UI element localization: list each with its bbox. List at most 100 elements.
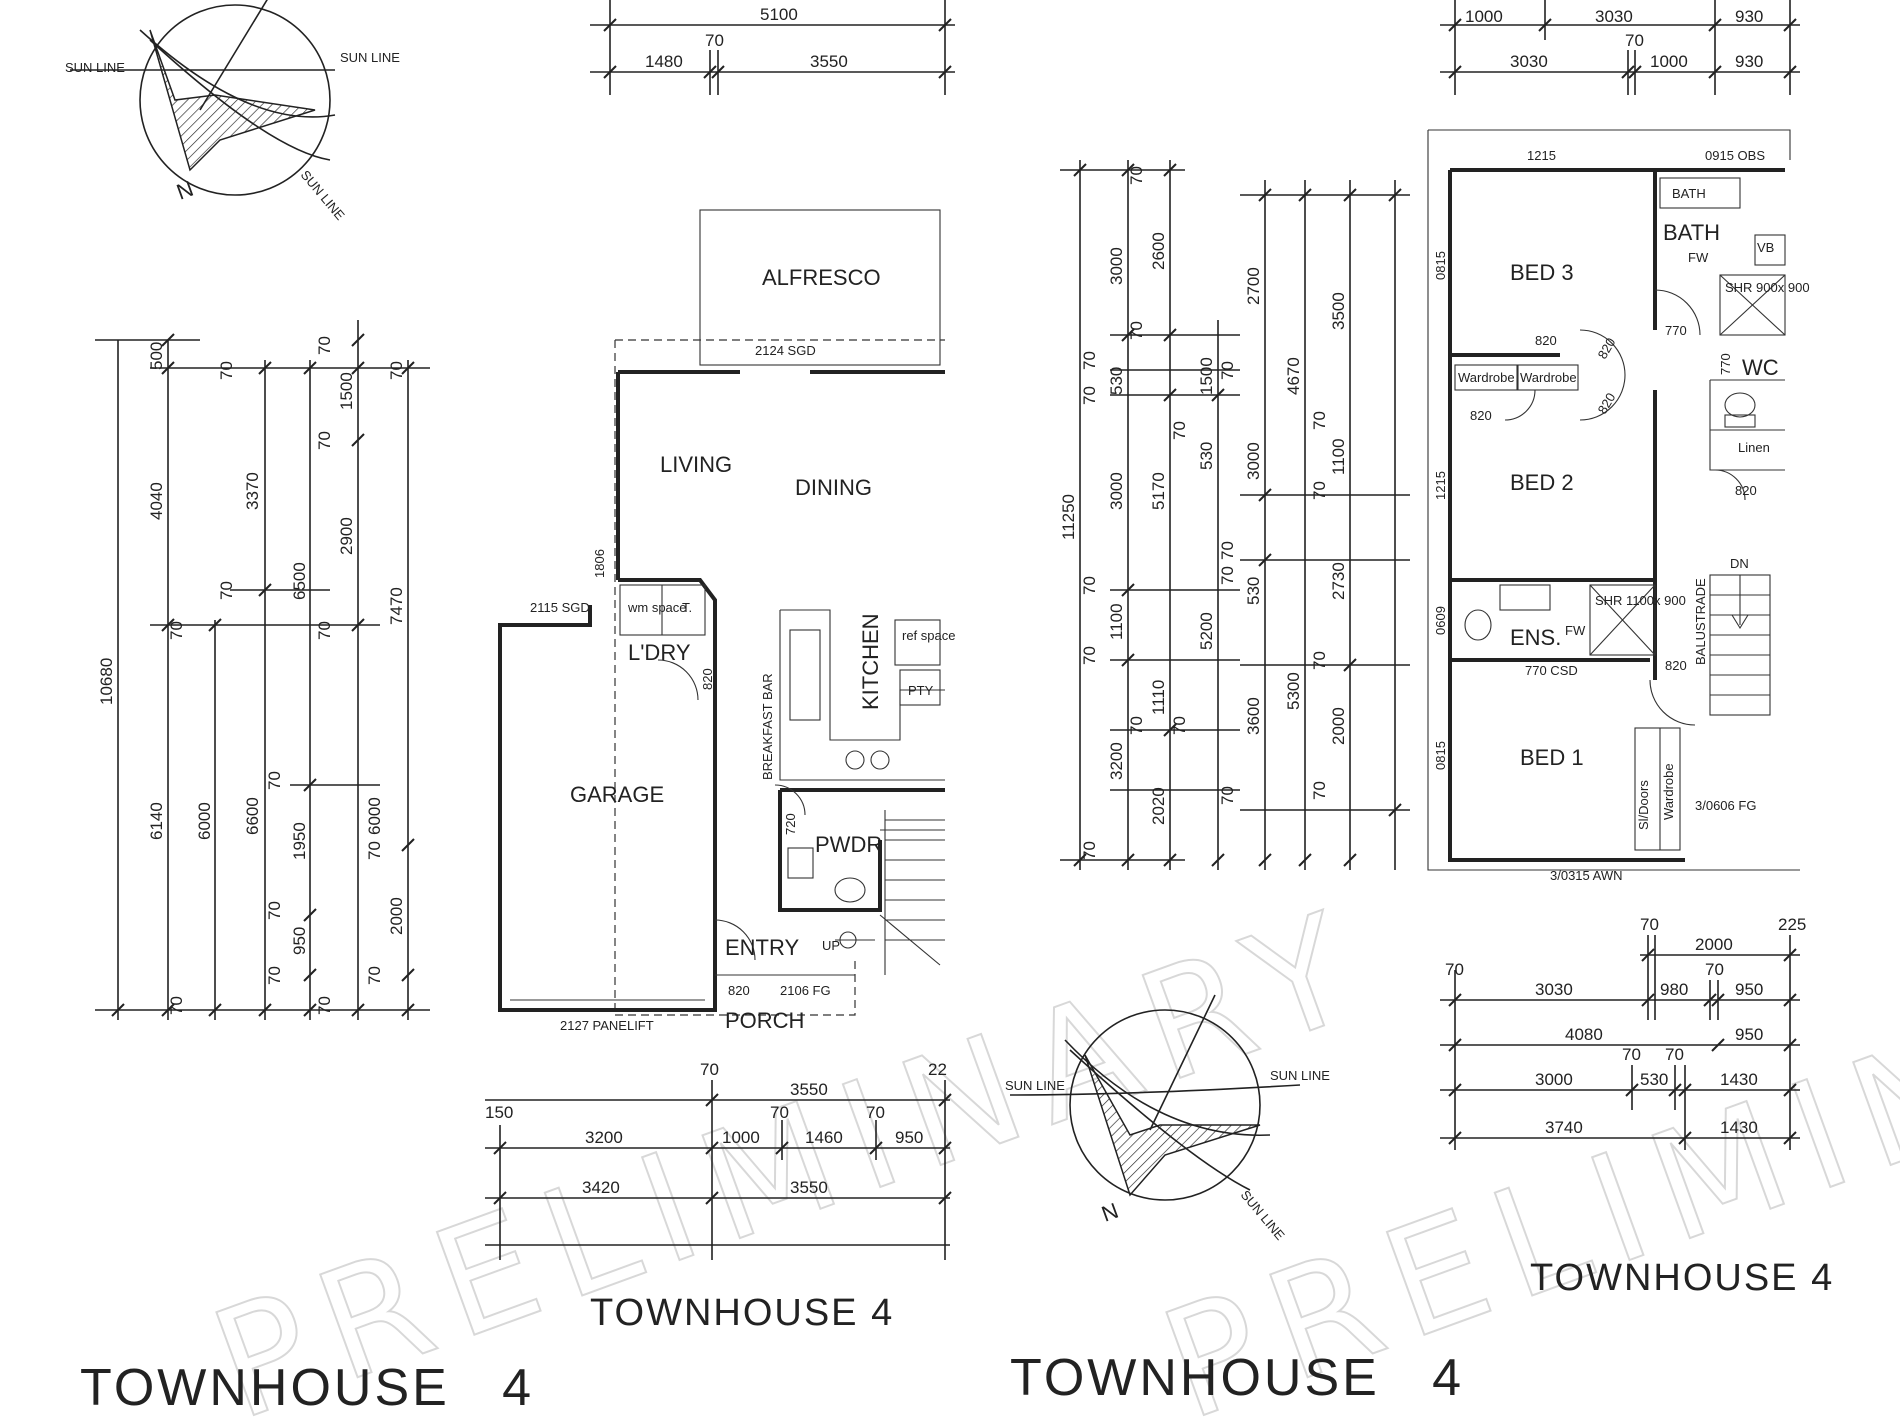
dimension-label: 70 bbox=[1665, 1045, 1684, 1064]
door-pwdr: 720 bbox=[783, 813, 798, 835]
wm-space-label: wm space bbox=[627, 600, 687, 615]
dimension-label: 1500 bbox=[1197, 357, 1216, 395]
floor-waste-label: FW bbox=[1565, 623, 1586, 638]
room-pwdr: PWDR bbox=[815, 832, 882, 857]
sun-line-label: SUN LINE bbox=[1270, 1068, 1330, 1083]
dimension-label: 3000 bbox=[1535, 1070, 1573, 1089]
dimension-label: 70 bbox=[265, 771, 284, 790]
dimension-label: 6000 bbox=[365, 797, 384, 835]
dimension-label: 70 bbox=[1080, 351, 1099, 370]
dimension-label: 11250 bbox=[1059, 494, 1078, 540]
dimension-label: 70 bbox=[167, 996, 186, 1015]
bath-tub-label: BATH bbox=[1672, 186, 1706, 201]
dimension-label: 6000 bbox=[195, 802, 214, 840]
vanity-label: VB bbox=[1757, 240, 1774, 255]
dimension-label: 70 bbox=[866, 1103, 885, 1122]
dimension-label: 950 bbox=[1735, 980, 1763, 999]
dimension-label: 2900 bbox=[337, 517, 356, 555]
sun-line-label: SUN LINE bbox=[1005, 1078, 1065, 1093]
dimension-label: 1480 bbox=[645, 52, 683, 71]
stairs-ground bbox=[879, 810, 945, 975]
sun-line-label: SUN LINE bbox=[1238, 1187, 1288, 1243]
dimension-label: 1100 bbox=[1329, 438, 1348, 475]
door-820: 820 bbox=[1665, 658, 1687, 673]
room-dining: DINING bbox=[795, 475, 872, 500]
first-left-dimensions: 11250 3000 2600 70 70 530 70 3000 1100 7… bbox=[1059, 160, 1410, 870]
window-ens-side: 0609 bbox=[1433, 606, 1448, 635]
dimension-label: 3740 bbox=[1545, 1118, 1583, 1137]
dimension-label: 3500 bbox=[1329, 292, 1348, 330]
ground-top-dimensions: 5100 1480 70 3550 bbox=[590, 0, 955, 95]
room-bed3: BED 3 bbox=[1510, 260, 1574, 285]
wardrobe-label: Wardrobe bbox=[1661, 763, 1676, 820]
dimension-label: 3600 bbox=[1244, 697, 1263, 735]
ground-bottom-dimensions: 70 3550 22 150 3200 70 1000 1460 70 950 … bbox=[485, 1060, 952, 1260]
dimension-label: 70 bbox=[1127, 321, 1146, 340]
dimension-label: 2600 bbox=[1149, 232, 1168, 270]
dimension-label: 70 bbox=[1080, 841, 1099, 860]
sliding-doors-label: Sl/Doors bbox=[1636, 780, 1651, 830]
window-bed1-side: 0815 bbox=[1433, 741, 1448, 770]
dimension-label: 3030 bbox=[1595, 7, 1633, 26]
north-label: N bbox=[1098, 1198, 1121, 1227]
dimension-label: 70 bbox=[1640, 915, 1659, 934]
window-bed3-top: 1215 bbox=[1527, 148, 1556, 163]
dimension-label: 70 bbox=[265, 901, 284, 920]
door-sgd-alfresco: 2124 SGD bbox=[755, 343, 816, 358]
dimension-label: 3030 bbox=[1535, 980, 1573, 999]
stairs-first bbox=[1709, 574, 1771, 716]
dimension-label: 70 bbox=[1625, 31, 1644, 50]
room-entry: ENTRY bbox=[725, 935, 799, 960]
ground-title: TOWNHOUSE 4 bbox=[80, 1359, 534, 1417]
door-820: 820 bbox=[1735, 483, 1757, 498]
dimension-label: 1000 bbox=[1465, 7, 1503, 26]
dimension-label: 2020 bbox=[1149, 787, 1168, 825]
door-laundry: 820 bbox=[700, 668, 715, 690]
room-wc: WC bbox=[1742, 355, 1779, 380]
balustrade-label: BALUSTRADE bbox=[1693, 578, 1708, 665]
dimension-label: 6500 bbox=[290, 562, 309, 600]
dimension-label: 5300 bbox=[1284, 672, 1303, 710]
wardrobe-label: Wardrobe bbox=[1520, 370, 1577, 385]
dimension-label: 70 bbox=[1218, 361, 1237, 380]
dimension-label: 70 bbox=[167, 621, 186, 640]
dimension-label: 1460 bbox=[805, 1128, 843, 1147]
dimension-label: 70 bbox=[770, 1103, 789, 1122]
door-820: 820 bbox=[1535, 333, 1557, 348]
dimension-label: 150 bbox=[485, 1103, 513, 1122]
dimension-label: 70 bbox=[705, 31, 724, 50]
dimension-label: 950 bbox=[290, 927, 309, 955]
dimension-label: 930 bbox=[1735, 7, 1763, 26]
dimension-label: 3030 bbox=[1510, 52, 1548, 71]
dimension-label: 70 bbox=[365, 841, 384, 860]
dimension-label: 1430 bbox=[1720, 1118, 1758, 1137]
dimension-label: 1500 bbox=[337, 372, 356, 410]
window-bed3-side: 0815 bbox=[1433, 251, 1448, 280]
dimension-label: 70 bbox=[1705, 960, 1724, 979]
dimension-label: 1000 bbox=[1650, 52, 1688, 71]
first-top-dimensions: 1000 3030 930 3030 70 1000 930 bbox=[1440, 0, 1800, 95]
dimension-label: 3370 bbox=[243, 472, 262, 510]
dimension-label: 2000 bbox=[387, 897, 406, 935]
dimension-label: 3000 bbox=[1107, 247, 1126, 285]
dimension-label: 70 bbox=[1622, 1045, 1641, 1064]
door-panelift: 2127 PANELIFT bbox=[560, 1018, 654, 1033]
dimension-label: 10680 bbox=[97, 658, 116, 705]
dimension-label: 2730 bbox=[1329, 562, 1348, 600]
dimension-label: 70 bbox=[1127, 716, 1146, 735]
dimension-label: 1950 bbox=[290, 822, 309, 860]
dimension-label: 3000 bbox=[1107, 472, 1126, 510]
dimension-label: 4040 bbox=[147, 482, 166, 520]
compass-top-left: N SUN LINE SUN LINE SUN LINE bbox=[65, 0, 400, 223]
room-porch: PORCH bbox=[725, 1008, 804, 1033]
floor-waste-label: FW bbox=[1688, 250, 1709, 265]
dimension-label: 70 bbox=[1218, 566, 1237, 585]
window-awning: 3/0315 AWN bbox=[1550, 868, 1623, 883]
room-alfresco: ALFRESCO bbox=[762, 265, 881, 290]
dimension-label: 70 bbox=[700, 1060, 719, 1079]
dimension-label: 930 bbox=[1735, 52, 1763, 71]
dimension-label: 70 bbox=[1310, 781, 1329, 800]
dimension-label: 3200 bbox=[1107, 742, 1126, 780]
dimension-label: 22 bbox=[928, 1060, 947, 1079]
